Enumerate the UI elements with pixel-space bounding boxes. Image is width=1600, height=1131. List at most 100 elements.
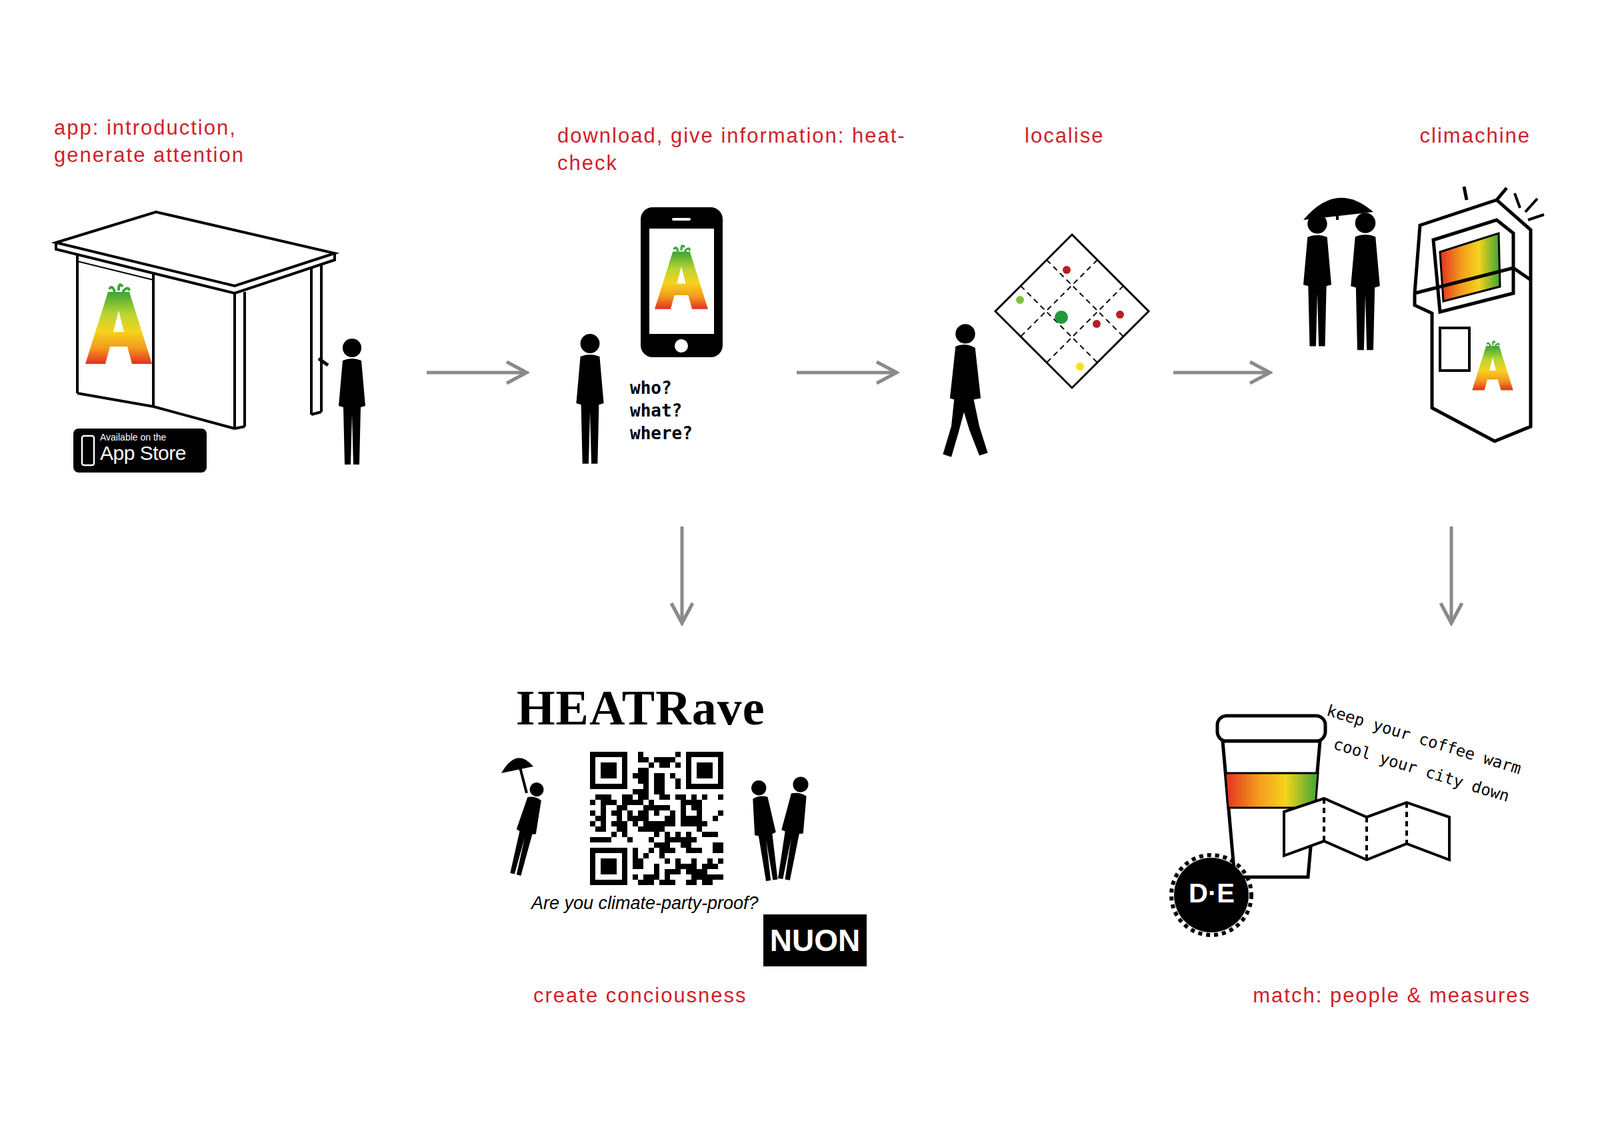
person-arm — [318, 358, 328, 366]
qr-code — [675, 869, 681, 875]
qr-code — [659, 757, 665, 763]
step-node: localise — [896, 100, 1174, 527]
qr-code — [654, 810, 660, 816]
qr-code — [654, 869, 660, 875]
qr-code — [664, 874, 670, 880]
qr-code — [702, 794, 708, 800]
couple-with-umbrella — [1336, 200, 1339, 220]
qr-code — [686, 848, 692, 854]
qr-code — [632, 874, 638, 880]
campaign-node: HEATRaveAre you climate-party-proof?NUON… — [486, 623, 880, 1010]
step-heading: climachine — [1316, 122, 1531, 150]
qr-code — [654, 757, 660, 763]
qr-code — [670, 810, 676, 816]
qr-code — [648, 762, 654, 768]
qr-code — [675, 784, 681, 790]
qr-code — [686, 880, 692, 886]
map-grid — [1092, 320, 1101, 328]
qr-code — [675, 858, 681, 864]
prompt-text: who? what? where? — [630, 377, 704, 445]
qr-code — [686, 864, 692, 870]
qr-code — [643, 880, 649, 886]
qr-code — [590, 752, 724, 886]
qr-code — [696, 821, 702, 827]
bus-shelter — [77, 254, 154, 407]
qr-code — [696, 848, 702, 854]
qr-code — [643, 768, 649, 774]
qr-code — [670, 837, 676, 843]
app-logo — [654, 246, 708, 310]
qr-code — [654, 842, 660, 848]
qr-code — [595, 826, 601, 832]
qr-code — [590, 752, 628, 790]
qr-code — [638, 800, 644, 806]
qr-code — [654, 805, 660, 811]
qr-code — [648, 821, 654, 827]
map-grid — [995, 234, 1149, 388]
qr-code — [627, 810, 633, 816]
map-grid — [995, 234, 1149, 388]
qr-code — [691, 848, 697, 854]
qr-code — [600, 794, 606, 800]
qr-code — [691, 821, 697, 827]
qr-code — [659, 794, 665, 800]
qr-code — [643, 853, 649, 859]
person — [576, 334, 604, 464]
jumping-person — [501, 758, 548, 877]
qr-code — [675, 864, 681, 870]
qr-code — [627, 794, 633, 800]
phone — [640, 207, 723, 358]
qr-code — [680, 864, 686, 870]
qr-code — [712, 816, 718, 822]
qr-code — [643, 874, 649, 880]
qr-code — [600, 837, 606, 843]
arcade-machine — [1440, 328, 1470, 371]
qr-code — [680, 821, 686, 827]
qr-code — [659, 784, 665, 790]
qr-code — [691, 805, 697, 811]
qr-code — [712, 864, 718, 870]
qr-code — [627, 816, 633, 822]
map-grid — [1116, 310, 1124, 319]
qr-code — [670, 880, 676, 886]
app-store-badge — [73, 428, 207, 473]
qr-code — [600, 810, 606, 816]
folded-map — [1284, 798, 1450, 860]
arcade-machine — [1414, 200, 1531, 442]
qr-code — [686, 842, 692, 848]
flow-arrow — [680, 526, 684, 624]
qr-code — [664, 869, 670, 875]
qr-code — [664, 837, 670, 843]
qr-code — [675, 837, 681, 843]
app-store-badge — [82, 436, 94, 466]
qr-code — [664, 848, 670, 854]
qr-code — [680, 842, 686, 848]
bus-shelter — [56, 212, 335, 429]
map-grid — [1054, 310, 1068, 324]
qr-code — [680, 805, 686, 811]
qr-code — [600, 858, 617, 875]
qr-code — [590, 821, 596, 827]
qr-code — [659, 826, 665, 832]
event-title: HEATRave — [516, 681, 810, 736]
qr-code — [622, 821, 628, 827]
qr-code — [664, 794, 670, 800]
qr-code — [600, 805, 606, 811]
qr-code — [643, 784, 649, 790]
qr-code — [595, 853, 622, 880]
qr-code — [595, 757, 622, 784]
qr-code — [691, 869, 697, 875]
qr-code — [670, 757, 676, 763]
qr-code — [611, 800, 617, 806]
qr-code — [616, 826, 622, 832]
qr-code — [696, 762, 713, 779]
qr-code — [696, 805, 702, 811]
qr-code — [616, 810, 622, 816]
qr-code — [616, 821, 622, 827]
dancing-couple — [747, 775, 813, 882]
arcade-machine — [1464, 186, 1507, 200]
qr-code — [664, 762, 670, 768]
qr-code — [659, 805, 665, 811]
qr-code — [600, 821, 606, 827]
